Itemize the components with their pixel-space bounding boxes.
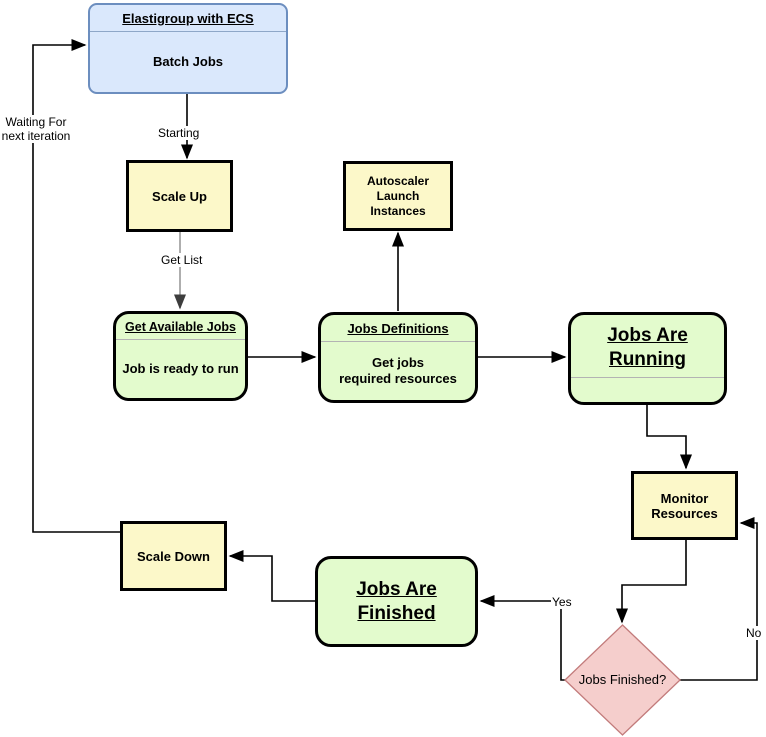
node-autoscaler-launch-instances: Autoscaler Launch Instances — [343, 161, 453, 231]
node-title-line1: Jobs Are — [607, 325, 688, 346]
decision-label: Jobs Finished? — [578, 672, 667, 687]
edge-waiting-loop — [32, 38, 120, 533]
node-title: Jobs Are Running — [571, 315, 724, 377]
node-jobs-are-finished: Jobs Are Finished — [315, 556, 478, 647]
divider — [90, 31, 286, 32]
node-title-line2: Running — [608, 349, 687, 370]
edge-label-waiting-line2: next iteration — [1, 129, 71, 143]
edge-no-loop — [680, 516, 758, 681]
node-body: Job is ready to run — [122, 361, 239, 376]
edge-monitor-to-decision — [615, 540, 687, 624]
node-scale-down: Scale Down — [120, 521, 227, 591]
node-title: Jobs Are Finished — [318, 559, 475, 644]
node-label-line3: Instances — [370, 203, 426, 218]
node-body: Get jobs required resources — [321, 342, 475, 400]
edge-label-starting: Starting — [157, 126, 201, 140]
node-title: Get Available Jobs — [125, 320, 236, 334]
divider — [321, 341, 475, 342]
node-body-line2: required resources — [339, 371, 457, 386]
node-title-line2: Finished — [357, 602, 436, 624]
node-body-line1: Get jobs — [371, 355, 424, 370]
edge-running-to-monitor — [646, 405, 693, 470]
node-title-line1: Jobs Are — [356, 578, 437, 600]
node-label-line2: Resources — [651, 505, 718, 521]
divider — [571, 377, 724, 378]
node-elastigroup-batch-jobs: Elastigroup with ECS Batch Jobs — [88, 3, 288, 94]
edge-finished-to-scaledown — [228, 549, 315, 602]
edge-label-waiting-line1: Waiting For — [5, 115, 67, 129]
node-label: Scale Up — [152, 188, 207, 204]
node-scale-up: Scale Up — [126, 160, 233, 232]
edge-label-get-list: Get List — [160, 253, 204, 267]
node-title: Jobs Definitions — [347, 321, 449, 336]
edge-yes — [479, 594, 565, 681]
node-label: Scale Down — [137, 548, 210, 564]
edge-label-yes: Yes — [551, 595, 573, 609]
node-jobs-are-running: Jobs Are Running — [568, 312, 727, 405]
divider — [116, 339, 245, 340]
node-title: Elastigroup with ECS — [122, 11, 254, 26]
node-monitor-resources: Monitor Resources — [631, 471, 738, 540]
edge-label-waiting: Waiting For next iteration — [0, 115, 72, 143]
node-jobs-definitions: Jobs Definitions Get jobs required resou… — [318, 312, 478, 403]
node-body-empty — [571, 378, 724, 402]
edge-label-no: No — [745, 626, 763, 640]
node-body: Batch Jobs — [152, 54, 224, 69]
node-get-available-jobs: Get Available Jobs Job is ready to run — [113, 311, 248, 401]
node-label-line2: Launch — [376, 188, 420, 203]
node-label-line1: Autoscaler — [366, 173, 430, 188]
jobs-finished-diamond — [564, 624, 681, 736]
node-label-line1: Monitor — [660, 490, 709, 506]
